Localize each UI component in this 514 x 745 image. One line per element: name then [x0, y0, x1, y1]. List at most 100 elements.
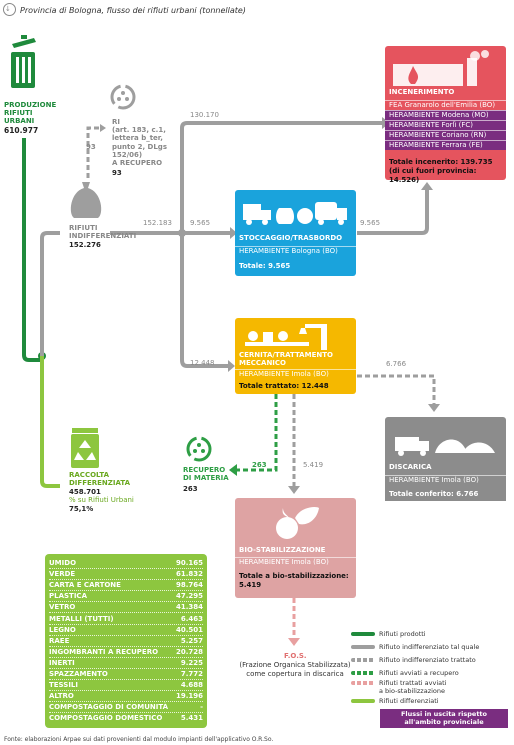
bio-title: BIO-STABILIZZAZIONE — [239, 546, 326, 554]
material-value: 7.772 — [180, 670, 203, 678]
produzione-label: PRODUZIONE RIFIUTI URBANI — [4, 101, 57, 125]
flow-label-93: 93 — [86, 143, 96, 151]
legend-swatch — [351, 645, 375, 649]
material-value: 47.295 — [175, 592, 203, 601]
flow-label-9565-out: 9.565 — [360, 219, 381, 227]
flow-produzione — [22, 138, 42, 362]
material-value: 6.463 — [180, 614, 203, 623]
material-name: METALLI (TUTTI) — [49, 614, 114, 623]
material-value: - — [200, 703, 203, 712]
fos-description: (Frazione Organica Stabilizzata)come cop… — [239, 661, 351, 678]
material-value: 5.431 — [180, 714, 203, 723]
material-value: 90.165 — [175, 559, 203, 567]
material-name: UMIDO — [49, 559, 77, 567]
incenerimento-title: INCENERIMENTO — [389, 88, 455, 96]
legend-item: Rifiuto indifferenziato tal quale — [351, 643, 480, 651]
legend-swatch — [351, 658, 375, 662]
legend-item: Rifiuti prodotti — [351, 630, 426, 638]
raccolta-pct-label: % su Rifiuti Urbani — [69, 496, 134, 504]
raccolta-value: 458.701 — [69, 488, 101, 496]
material-name: RAEE — [49, 636, 70, 645]
leaf-icon — [276, 507, 319, 539]
flow-arrow-stocc — [230, 227, 237, 239]
incenerimento-box: INCENERIMENTO FEA Granarolo dell'Emilia … — [385, 46, 506, 184]
legend-swatch — [351, 681, 375, 685]
trash-bin-icon — [11, 35, 36, 88]
flow-label-9565-in: 9.565 — [190, 219, 211, 227]
source-note: Fonte: elaborazioni Arpae sui dati prove… — [4, 736, 274, 743]
bio-box: BIO-STABILIZZAZIONE HERAMBIENTE Imola (B… — [235, 498, 356, 598]
indiff-value: 152.276 — [69, 241, 101, 249]
material-value: 98.764 — [175, 581, 203, 590]
flow-arrow-stocc-incen — [421, 182, 433, 190]
material-name: PLASTICA — [49, 592, 87, 601]
material-value: 4.688 — [180, 681, 203, 690]
raccolta-pct: 75,1% — [69, 505, 94, 513]
material-value: 61.832 — [175, 570, 203, 579]
flow-to-incen — [180, 121, 382, 233]
material-name: COMPOSTAGGIO DI COMUNITÀ — [49, 703, 169, 712]
material-name: CARTA E CARTONE — [49, 581, 121, 590]
bio-total: Totale a bio-stabilizzazione:5.419 — [239, 572, 349, 589]
cernita-row: HERAMBIENTE Imola (BO) — [235, 369, 356, 379]
material-value: 40.501 — [175, 625, 203, 634]
discarica-title: DISCARICA — [389, 463, 432, 471]
material-name: LEGNO — [49, 625, 76, 634]
legend-label: Rifiuto indifferenziato trattato — [379, 656, 476, 664]
incen-row: HERAMBIENTE Coriano (RN) — [385, 130, 506, 140]
incen-row: HERAMBIENTE Modena (MO) — [385, 110, 506, 120]
recupero-value: 263 — [183, 485, 198, 493]
incen-total: Totale incenerito: 139.735(di cui fuori … — [389, 158, 493, 184]
legend-label: Rifiuti differenziati — [379, 697, 439, 705]
material-name: ALTRO — [49, 692, 74, 701]
stoccaggio-title: STOCCAGGIO/TRASBORDO — [239, 234, 343, 242]
incenerimento-list: FEA Granarolo dell'Emilia (BO) HERAMBIEN… — [385, 100, 506, 150]
page-title: Provincia di Bologna, flusso dei rifiuti… — [20, 6, 246, 15]
flow-to-cernita — [180, 233, 228, 368]
legend-swatch — [351, 632, 375, 636]
flow-label-130170: 130.170 — [190, 111, 219, 119]
discarica-box: DISCARICA HERAMBIENTE Imola (BO) Totale … — [385, 417, 506, 501]
bio-row: HERAMBIENTE Imola (BO) — [235, 557, 356, 567]
material-row: LEGNO 40.501 — [49, 625, 203, 636]
flow-to-ri — [86, 126, 100, 178]
recycle-icon — [110, 84, 136, 110]
flow-stocc-to-incen — [357, 190, 429, 235]
stoccaggio-box: STOCCAGGIO/TRASBORDO HERAMBIENTE Bologna… — [235, 190, 356, 276]
fos-label: F.O.S. — [284, 652, 307, 660]
flow-label-5419: 5.419 — [303, 461, 324, 469]
legend-label: Rifiuto indifferenziato tal quale — [379, 643, 480, 651]
ri-value: 93 — [112, 169, 122, 177]
stoccaggio-total: Totale: 9.565 — [235, 260, 356, 273]
truck-icon — [243, 202, 347, 225]
cernita-total: Totale trattato: 12.448 — [239, 382, 329, 390]
flow-cernita-to-discarica — [357, 374, 436, 404]
flow-to-raccolta — [40, 356, 60, 488]
material-row: UMIDO 90.165 — [49, 558, 203, 569]
produzione-value: 610.977 — [4, 126, 39, 135]
flow-arrow-cernita — [228, 360, 235, 372]
flow-arrow-discarica — [428, 404, 440, 412]
flow-label-6766: 6.766 — [386, 360, 407, 368]
flow-arrow-ri — [100, 124, 106, 132]
legend-item: Rifiuto indifferenziato trattato — [351, 656, 476, 664]
legend-label: Rifiuti prodotti — [379, 630, 426, 638]
conveyor-robot-icon — [245, 324, 327, 350]
material-value: 41.384 — [175, 603, 203, 612]
discarica-row: HERAMBIENTE Imola (BO) — [385, 475, 506, 485]
landfill-icon — [395, 437, 495, 456]
legend-label: Rifiuti trattati avviati — [379, 679, 447, 687]
flow-label-152183: 152.183 — [143, 219, 172, 227]
